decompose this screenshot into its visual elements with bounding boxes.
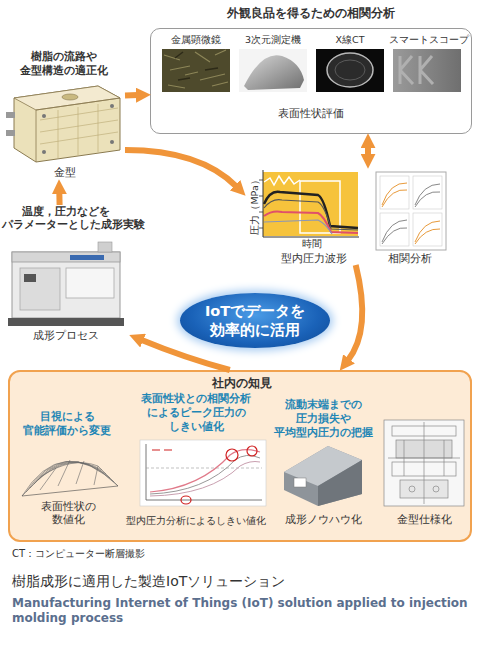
node-subtext: 表面性状評価 — [150, 107, 472, 121]
analysis-group: 外観良品を得るための相関分析表面性状評価 金属顕微鏡3次元測定機X線CTスマートス… — [150, 6, 472, 134]
node-subtext: 成形プロセス — [2, 329, 130, 343]
node-text: 3次元測定機 — [235, 34, 311, 46]
knowledge-item: 目視による 官能評価から変更表面性状の 数値化 — [12, 390, 122, 535]
caption: 樹脂成形に適用した製造IoTソリューション — [12, 573, 472, 591]
flow-arrow — [125, 150, 237, 187]
footnote: CT：コンピューター断層撮影 — [12, 548, 312, 561]
node-text: スマートスコープ — [389, 34, 465, 46]
chart-block: 相関分析 — [372, 168, 448, 265]
flow-arrow — [348, 265, 363, 361]
xray-ct-image — [316, 49, 384, 92]
mold-image — [6, 86, 120, 162]
node-subtext: 金型 — [5, 166, 125, 180]
node-text: 型内圧力波形 — [260, 252, 368, 265]
surface-plot-image — [22, 460, 118, 496]
flow-arrow — [125, 92, 138, 98]
measurement-tile: 3次元測定機 — [235, 34, 311, 94]
node-subtext: 表面性状の 数値化 — [36, 500, 100, 528]
threshold-chart — [140, 440, 266, 506]
mold-block: 樹脂の流路や 金型構造の適正化金型 — [5, 50, 125, 180]
node-text: 金属顕微鏡 — [158, 34, 234, 46]
measurement-tile: スマートスコープ — [389, 34, 465, 94]
smartscope-image — [393, 49, 461, 92]
measurement-tile: 金属顕微鏡 — [158, 34, 234, 94]
node-text: 金型仕様化 — [378, 513, 470, 527]
node-text: X線CT — [312, 34, 388, 46]
node-text: 目視による 官能評価から変更 — [12, 410, 122, 438]
pressure-waveform-chart — [259, 170, 359, 237]
knowledge-item: 表面性状との相関分析 によるピーク圧力の しきい値化型内圧力分析によるしきい値化 — [122, 390, 270, 535]
process-block: 温度，圧力などを パラメーターとした成形実験成形プロセス — [2, 205, 130, 345]
flow-arrow — [56, 192, 62, 205]
caption-english: Manufacturing Internet of Things (IoT) s… — [12, 596, 472, 626]
correlation-chart — [376, 172, 446, 250]
measurement-tile: X線CT — [312, 34, 388, 94]
flow-arrow — [365, 146, 371, 156]
node-text: 社内の知見 — [10, 376, 474, 391]
axis-label: 圧力（MPa） — [249, 165, 261, 245]
node-subtext: 成形ノウハウ化 — [272, 513, 375, 527]
axis-label: 時間 — [292, 238, 332, 251]
knowledge-item: 流動末端までの 圧力損失や 平均型内圧力の把握成形ノウハウ化 — [272, 390, 375, 535]
node-text: 樹脂の流路や 金型構造の適正化 — [10, 50, 118, 78]
node-text: IoTでデータを 効率的に活用 — [190, 302, 320, 338]
node-text: 相関分析 — [372, 252, 448, 265]
knowledge-panel: 社内の知見目視による 官能評価から変更表面性状の 数値化表面性状との相関分析 に… — [8, 370, 472, 542]
mold-spec-drawing — [384, 420, 464, 506]
chart-block: 型内圧力波形 — [245, 168, 368, 265]
molded-part-image — [284, 446, 362, 506]
node-text: 外観良品を得るための相関分析 — [150, 6, 472, 21]
node-subtext: 型内圧力分析によるしきい値化 — [122, 515, 270, 528]
flow-arrow — [141, 340, 230, 370]
knowledge-item: 金型仕様化 — [378, 390, 470, 535]
iot-ellipse: IoTでデータを 効率的に活用 — [180, 293, 330, 348]
3d-scan-image — [239, 49, 307, 92]
node-text: 表面性状との相関分析 によるピーク圧力の しきい値化 — [122, 392, 270, 433]
molding-machine-image — [8, 242, 124, 326]
node-text: 流動末端までの 圧力損失や 平均型内圧力の把握 — [272, 398, 375, 439]
microscope-image — [162, 49, 230, 92]
node-text: 温度，圧力などを パラメーターとした成形実験 — [2, 205, 130, 231]
